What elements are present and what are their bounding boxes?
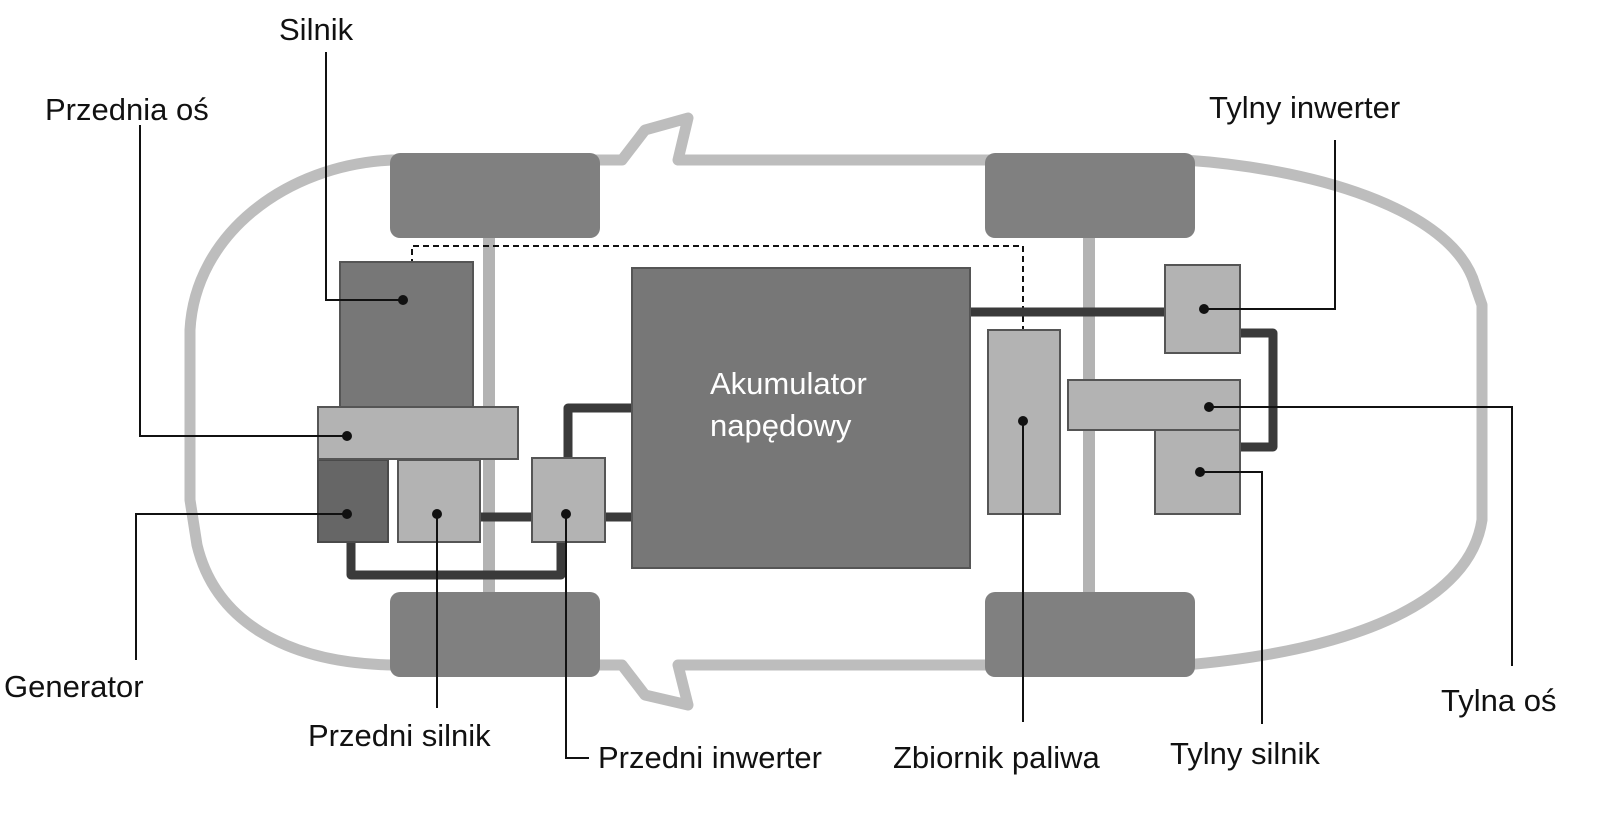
label-rear-motor: Tylny silnik	[1170, 736, 1320, 771]
dot-rear-axle	[1204, 402, 1214, 412]
rear-axle-block	[1067, 379, 1241, 431]
cable-generator-to-front-inverter	[346, 540, 566, 580]
leader-generator	[135, 513, 347, 660]
cable-front-inverter-to-battery-top	[563, 403, 632, 460]
leader-engine	[325, 52, 403, 301]
front-right-wheel	[390, 592, 600, 677]
dot-front-motor	[432, 509, 442, 519]
rear-right-wheel	[985, 592, 1195, 677]
label-fuel-tank: Zbiornik paliwa	[893, 740, 1101, 775]
label-generator: Generator	[4, 669, 144, 704]
dot-rear-inverter	[1199, 304, 1209, 314]
leader-front-axle	[139, 125, 347, 437]
label-front-axle: Przednia oś	[45, 92, 209, 127]
rear-left-wheel	[985, 153, 1195, 238]
traction-battery-label-line1: Akumulator	[710, 366, 867, 401]
label-rear-axle: Tylna oś	[1441, 683, 1556, 718]
front-axle-block	[317, 406, 519, 460]
cable-rear-inverter-to-rear-motor	[1240, 328, 1278, 452]
dot-engine	[398, 295, 408, 305]
dot-front-axle	[342, 431, 352, 441]
leader-rear-axle	[1209, 406, 1513, 666]
dot-rear-motor	[1195, 467, 1205, 477]
front-left-wheel	[390, 153, 600, 238]
front-motor-block	[397, 459, 481, 543]
traction-battery-label-line2: napędowy	[710, 408, 852, 443]
leader-rear-inverter	[1204, 140, 1336, 310]
label-engine: Silnik	[279, 12, 354, 47]
front-inverter-block	[531, 457, 606, 543]
engine-block	[339, 261, 474, 411]
dot-fuel-tank	[1018, 416, 1028, 426]
leader-rear-motor	[1200, 471, 1263, 724]
label-rear-inverter: Tylny inwerter	[1209, 90, 1400, 125]
dot-front-inverter	[561, 509, 571, 519]
car-body-outline	[184, 112, 1488, 711]
label-front-motor: Przedni silnik	[308, 718, 491, 753]
generator-block	[317, 459, 389, 543]
dot-generator	[342, 509, 352, 519]
leader-front-inverter	[565, 514, 589, 759]
traction-battery-block	[631, 267, 971, 569]
label-front-inverter: Przedni inwerter	[598, 740, 822, 775]
fuel-line-dashed	[411, 245, 1024, 330]
